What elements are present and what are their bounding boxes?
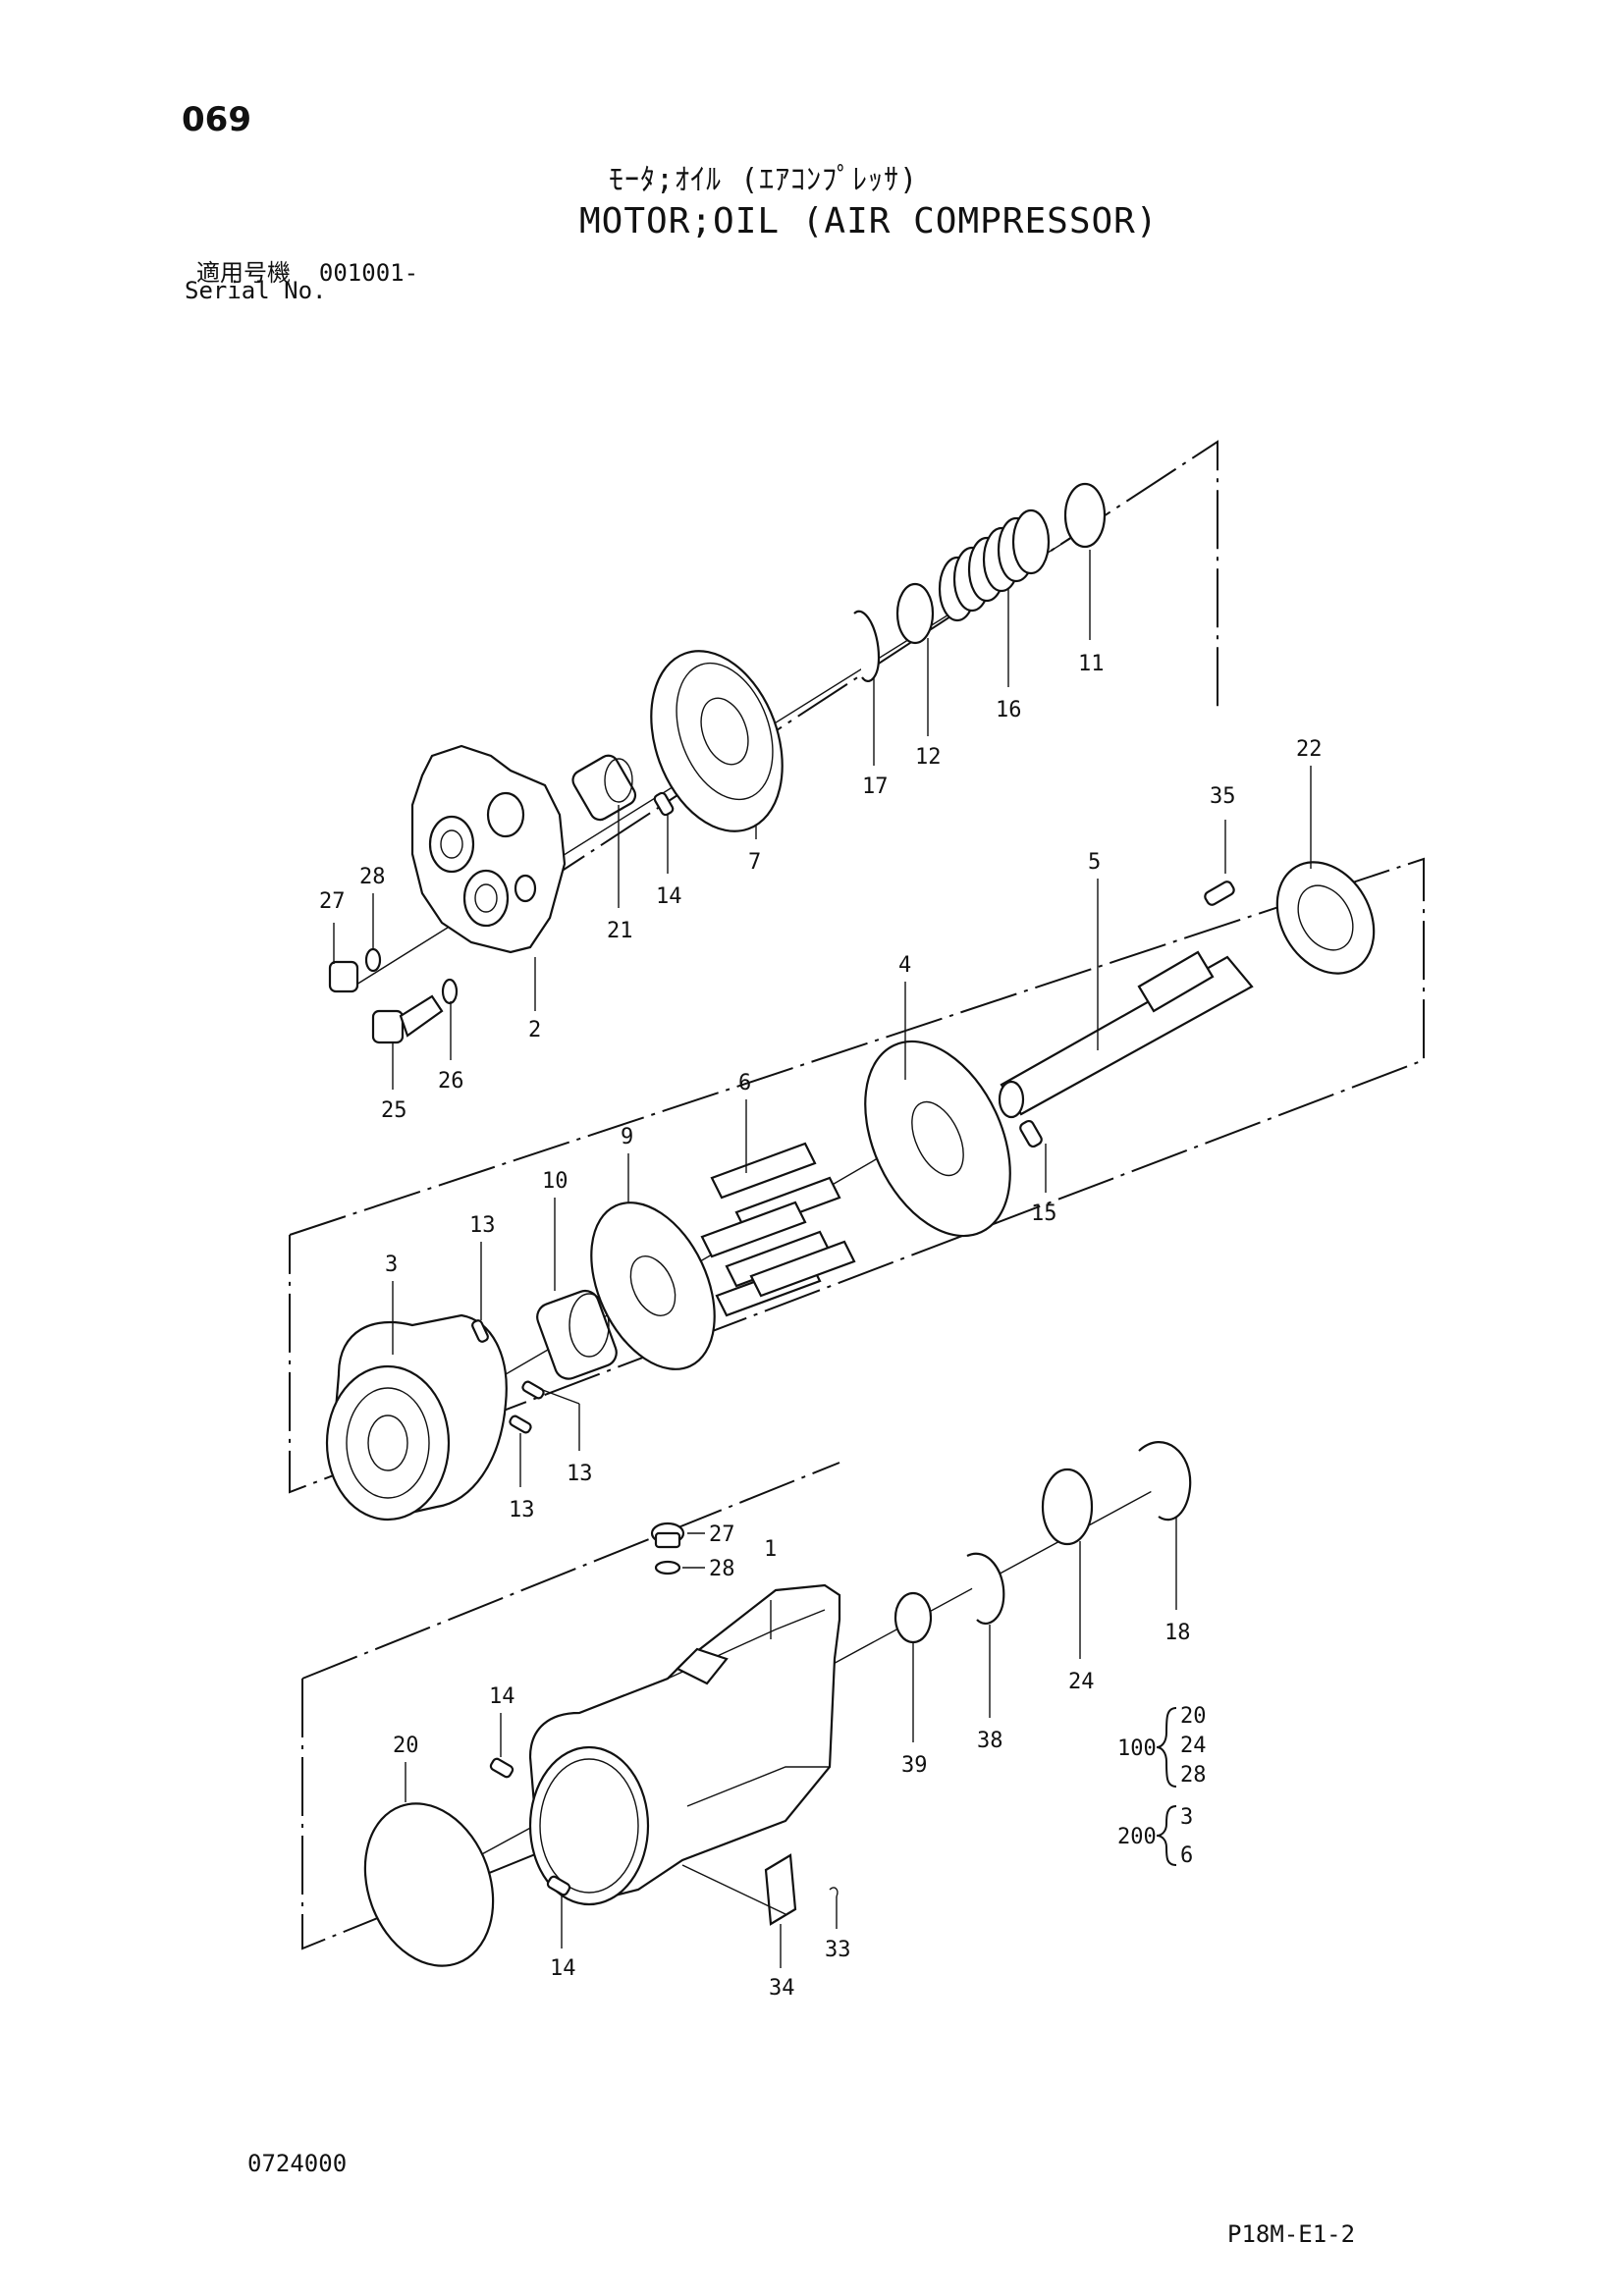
callout-28-b: 28 (709, 1557, 735, 1581)
part-20-oring (363, 1802, 495, 1967)
kit-100-number: 100 (1117, 1736, 1157, 1761)
part-7-plate (650, 650, 784, 832)
part-24-ring (1041, 1468, 1094, 1546)
callout-33: 33 (825, 1938, 851, 1962)
callout-labels: 11 16 12 17 7 14 21 2 26 25 28 27 22 35 … (319, 652, 1323, 2001)
part-9-retainer-plate (590, 1201, 716, 1370)
title-japanese: ﾓｰﾀ;ｵｲﾙ (ｴｱｺﾝﾌﾟﾚｯｻ) (609, 163, 919, 197)
callout-13: 13 (469, 1213, 496, 1238)
kit-100: 100 20 24 28 (1117, 1704, 1207, 1788)
part-11-ring (1063, 482, 1107, 549)
callout-17: 17 (862, 774, 889, 799)
callout-6: 6 (738, 1071, 751, 1095)
serial-value: 001001- (318, 259, 419, 287)
callout-16: 16 (996, 698, 1022, 722)
serial-number-row: 適用号機 001001- (196, 253, 418, 288)
part-14-pin (653, 791, 675, 817)
part-25-bolt (371, 994, 444, 1044)
callout-13-c: 13 (509, 1498, 535, 1522)
callout-14: 14 (656, 884, 682, 909)
part-13-pin-b (521, 1380, 545, 1400)
group-outline-middle (289, 857, 1425, 1494)
callout-24: 24 (1068, 1670, 1095, 1694)
callout-12: 12 (915, 745, 942, 770)
callout-11: 11 (1078, 652, 1105, 676)
callout-2: 2 (528, 1018, 541, 1042)
part-34-nameplate (764, 1853, 797, 1926)
part-21-bearing (571, 754, 637, 822)
part-27-plug-upper (328, 960, 359, 993)
kit-100-item-1: 20 (1180, 1704, 1207, 1729)
kit-200: 200 3 6 (1117, 1805, 1193, 1868)
part-39-ring (893, 1591, 933, 1644)
kit-100-brace (1156, 1707, 1177, 1788)
callout-39: 39 (901, 1753, 928, 1778)
callout-1: 1 (764, 1537, 777, 1562)
part-16-spring (938, 508, 1051, 622)
part-14-pin-lower-b (546, 1875, 571, 1896)
part-5-shaft (998, 950, 1254, 1119)
kit-200-brace (1156, 1805, 1177, 1866)
callout-15: 15 (1031, 1201, 1057, 1226)
callout-4: 4 (898, 953, 911, 978)
part-6-pistons (700, 1142, 856, 1317)
part-28-oring-lower (654, 1560, 681, 1575)
callout-25: 25 (381, 1098, 407, 1123)
callout-34: 34 (769, 1976, 795, 2001)
callout-21: 21 (607, 919, 633, 943)
part-13-pin-a (471, 1319, 489, 1343)
part-13-pin-c (509, 1415, 532, 1434)
callout-27-b: 27 (709, 1522, 735, 1547)
callout-14-b: 14 (489, 1684, 515, 1709)
callout-20: 20 (393, 1734, 419, 1758)
part-2-cover (410, 744, 567, 954)
kit-100-item-3: 28 (1180, 1763, 1207, 1788)
part-1-housing (528, 1583, 841, 1906)
part-18-snap-ring (1138, 1441, 1192, 1522)
callout-3: 3 (385, 1253, 398, 1277)
callout-38: 38 (977, 1729, 1003, 1753)
kit-200-number: 200 (1117, 1825, 1157, 1849)
part-26-washer (441, 978, 459, 1005)
callout-35: 35 (1210, 784, 1236, 809)
part-27-plug-lower (650, 1522, 685, 1549)
part-12-ring (895, 582, 935, 645)
callout-7: 7 (748, 850, 761, 875)
callout-14-c: 14 (550, 1956, 576, 1981)
kit-200-item-1: 3 (1180, 1805, 1193, 1830)
callout-28: 28 (359, 865, 386, 889)
kit-200-item-2: 6 (1180, 1843, 1193, 1868)
part-35-key (1204, 881, 1235, 906)
sheet-code: P18M-E1-2 (1227, 2220, 1356, 2248)
callout-9: 9 (621, 1125, 633, 1149)
part-33-rivet (829, 1887, 839, 1897)
callout-27: 27 (319, 889, 346, 914)
part-22-bearing (1275, 861, 1376, 975)
title-english: MOTOR;OIL (AIR COMPRESSOR) (579, 201, 1159, 241)
part-10-bushing (536, 1289, 618, 1380)
callout-26: 26 (438, 1069, 464, 1094)
part-17-snap-ring (853, 610, 881, 682)
page-number: 069 (182, 100, 251, 139)
drawing-number: 0724000 (247, 2150, 348, 2177)
part-4-swash-plate (864, 1040, 1011, 1238)
part-38-snap-ring (966, 1552, 1005, 1625)
part-28-oring-upper (364, 947, 382, 973)
callout-5: 5 (1088, 850, 1101, 875)
callout-10: 10 (542, 1169, 568, 1194)
callout-18: 18 (1164, 1621, 1191, 1645)
serial-label-japanese: 適用号機 (196, 259, 291, 287)
serial-label-english: Serial No. (185, 277, 327, 304)
leader-lines (333, 550, 1312, 1968)
part-3-cylinder-block (325, 1313, 508, 1522)
part-15-pin (1019, 1119, 1043, 1148)
part-14-pin-lower-a (489, 1757, 514, 1779)
callout-22: 22 (1296, 737, 1323, 762)
kit-100-item-2: 24 (1180, 1734, 1207, 1758)
callout-13-b: 13 (567, 1462, 593, 1486)
